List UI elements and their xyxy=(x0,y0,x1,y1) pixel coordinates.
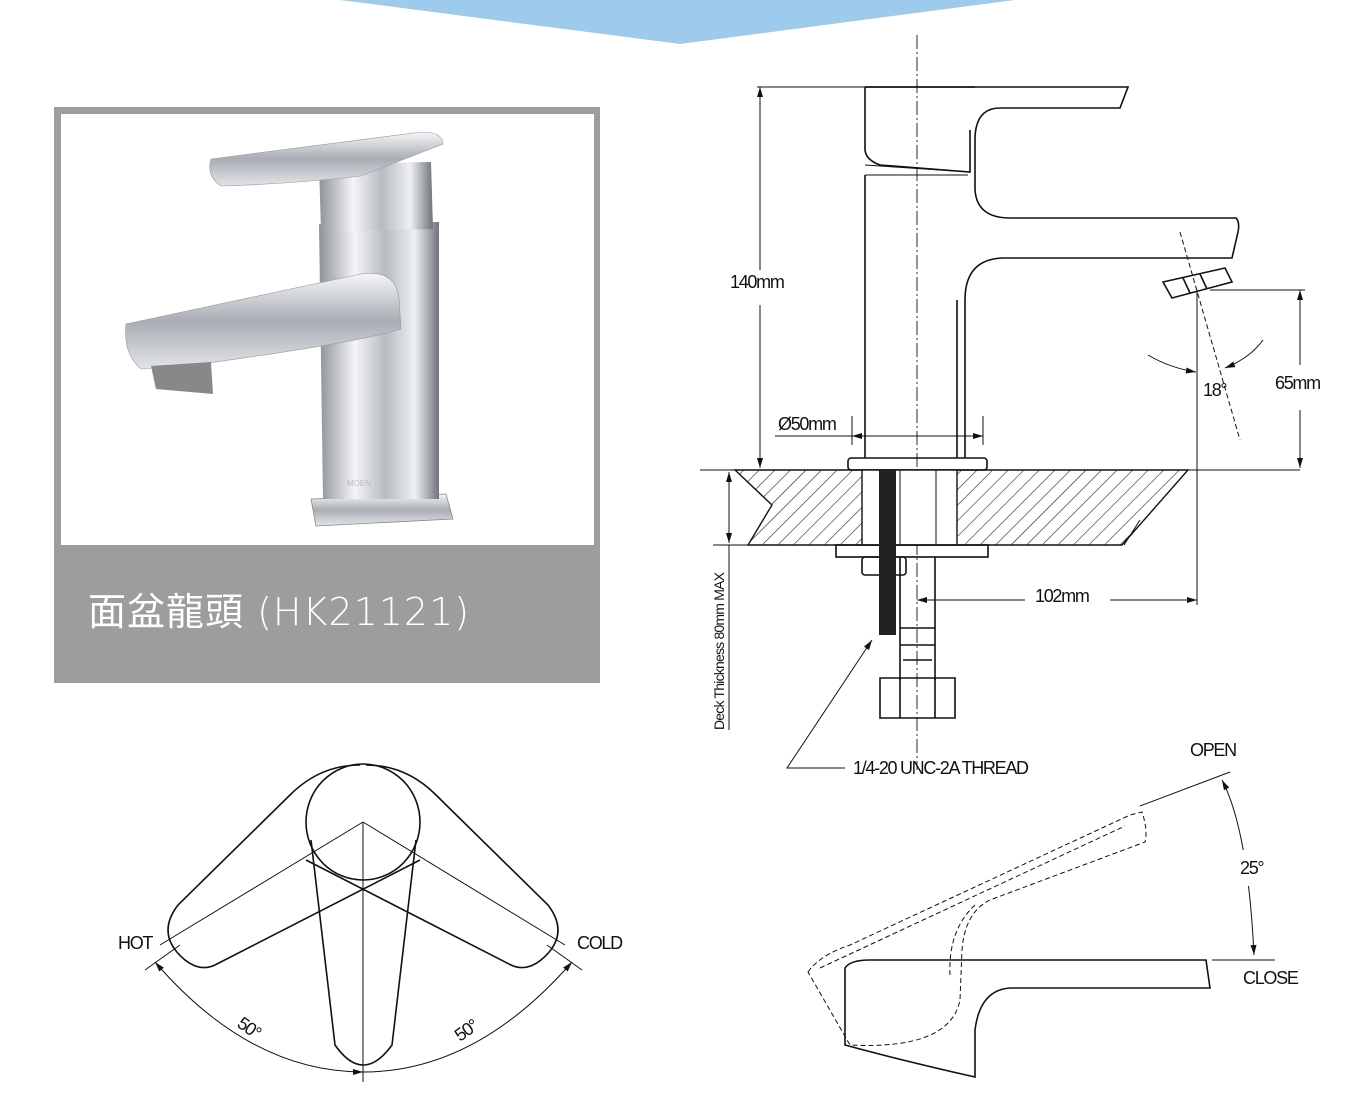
spray-angle-label: 18° xyxy=(1203,380,1227,400)
supply-hose xyxy=(899,557,936,680)
plan-view-drawing: HOT COLD 50° 50° xyxy=(118,763,624,1082)
threaded-rod xyxy=(879,470,896,635)
open-label: OPEN xyxy=(1190,740,1236,760)
deck-thickness-label: Deck Thickness 80mm MAX xyxy=(711,571,727,730)
product-photo: MOEN xyxy=(61,114,594,545)
lever-travel-drawing: OPEN 25° CLOSE xyxy=(807,740,1300,1079)
mounting-plate xyxy=(835,544,989,558)
product-title: 面盆龍頭 (HK21121) xyxy=(88,590,471,634)
lever-cold-position xyxy=(305,764,559,969)
cold-angle-label: 50° xyxy=(451,1015,482,1045)
diameter-dimension-label: Ø50mm xyxy=(778,414,836,434)
lever-open xyxy=(807,811,1147,1046)
hex-nut xyxy=(879,677,956,719)
lever-closed xyxy=(844,959,1211,1079)
deck-section xyxy=(733,469,1190,546)
lift-angle-label: 25° xyxy=(1240,858,1264,878)
top-banner xyxy=(340,0,1015,44)
base-flange xyxy=(847,457,988,471)
side-elevation-drawing: 140mm Ø50mm 65mm 18° 102mm Deck Thicknes… xyxy=(700,35,1321,778)
faucet-body xyxy=(864,175,958,458)
height-dimension-label: 140mm xyxy=(730,272,784,292)
product-photo-panel: MOEN 面盆龍頭 (HK21121) xyxy=(54,107,600,683)
faucet-photo-illustration: MOEN xyxy=(125,131,454,527)
reach-dimension-label: 102mm xyxy=(1035,586,1089,606)
aerator xyxy=(1161,267,1234,299)
close-label: CLOSE xyxy=(1243,968,1299,988)
hot-label: HOT xyxy=(118,933,153,953)
brand-mark: MOEN xyxy=(347,479,371,488)
hot-angle-label: 50° xyxy=(234,1013,265,1043)
lever-handle xyxy=(865,86,1240,458)
thread-spec-label: 1/4-20 UNC-2A THREAD xyxy=(853,758,1029,778)
spout-height-label: 65mm xyxy=(1275,373,1320,393)
lever-hot-position xyxy=(167,764,421,969)
handle-body xyxy=(864,86,975,173)
cold-label: COLD xyxy=(577,933,623,953)
